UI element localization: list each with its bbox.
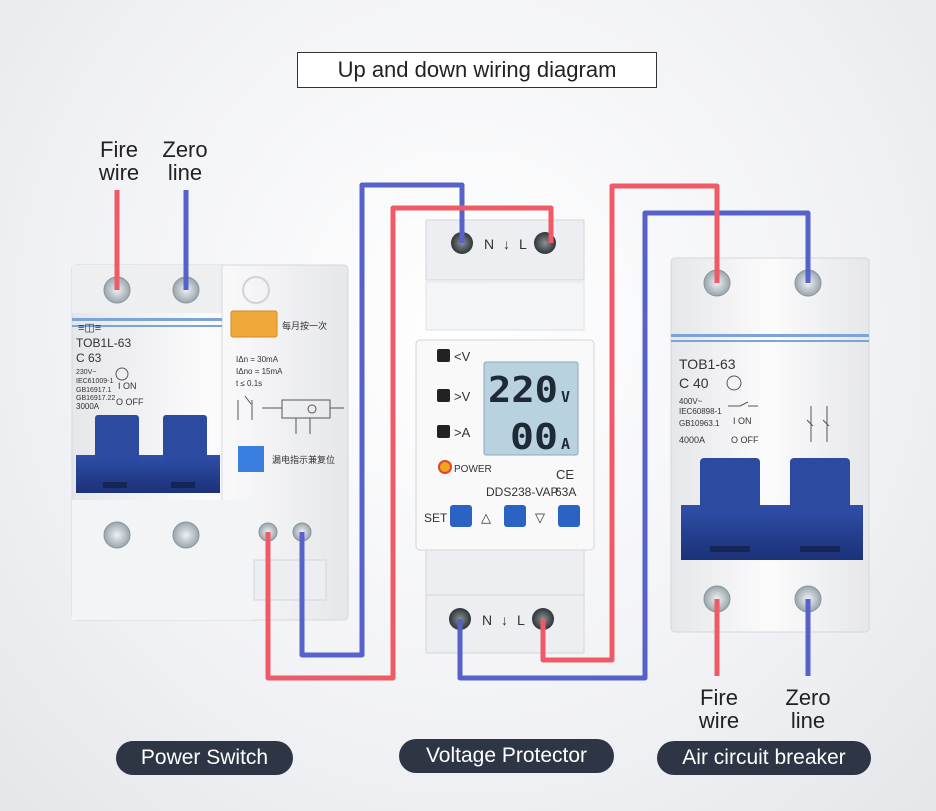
arrow-down-icon: ↓ [501, 612, 508, 628]
test-note: 每月按一次 [282, 320, 327, 331]
ps-on-label: I ON [118, 381, 137, 391]
acb-spec-2: GB10963.1 [679, 419, 720, 428]
terminal-l-top: L [519, 236, 527, 252]
ps-spec-3: GB16917.22 [76, 395, 115, 402]
terminal-n-bottom: N [482, 612, 492, 628]
under-voltage-button[interactable] [437, 349, 450, 362]
up-button[interactable] [504, 505, 526, 527]
ps-model: TOB1L-63 [76, 336, 131, 350]
ps-spec-0: 230V~ [76, 369, 96, 376]
down-button[interactable] [558, 505, 580, 527]
acb-spec-1: IEC60898-1 [679, 407, 722, 416]
fire-wire-to-breaker [540, 183, 720, 663]
screw-icon [172, 521, 200, 549]
ps-rating: C 63 [76, 351, 102, 365]
lcd-current-unit: A [561, 435, 570, 453]
lcd-voltage: 220 [488, 370, 558, 411]
over-voltage-button[interactable] [437, 389, 450, 402]
lcd-voltage-unit: V [561, 388, 570, 406]
terminal-l-bottom: L [517, 612, 525, 628]
air-breaker-caption: Air circuit breaker [657, 741, 871, 775]
over-current-button[interactable] [437, 425, 450, 438]
acb-off-label: O OFF [731, 435, 759, 445]
diagram-title: Up and down wiring diagram [297, 52, 657, 88]
lcd-screen [483, 361, 579, 456]
power-switch-caption: Power Switch [116, 741, 293, 775]
acb-rating: C 40 [679, 375, 709, 391]
input-fire-label: Fire wire [88, 138, 150, 184]
wires [114, 182, 811, 681]
certification-icon [726, 375, 742, 391]
certification-icon [115, 367, 129, 381]
reset-note: 漏电指示兼复位 [272, 454, 335, 465]
residual-1: IΔno = 15mA [236, 367, 283, 376]
residual-0: IΔn = 30mA [236, 355, 279, 364]
output-fire-text: Fire wire [698, 685, 740, 733]
ce-mark: CE [556, 467, 574, 482]
ps-spec-2: GB16917.1 [76, 387, 112, 394]
over-current-label: >A [454, 425, 471, 440]
over-voltage-label: >V [454, 389, 471, 404]
power-label: POWER [454, 464, 492, 475]
input-fire-text: Fire wire [98, 137, 140, 185]
circuit-schematic-icon [237, 395, 344, 434]
input-zero-text: Zero line [162, 137, 208, 185]
protector-rating: 63A [555, 485, 576, 499]
zero-wire-to-protector [299, 182, 465, 658]
ps-spec-4: 3000A [76, 402, 100, 411]
arrow-down-icon: ↓ [503, 236, 510, 252]
up-label: △ [481, 510, 491, 525]
ps-handle[interactable] [76, 415, 220, 493]
test-button[interactable] [230, 310, 278, 338]
output-zero-text: Zero line [785, 685, 831, 733]
acb-spec-0: 400V~ [679, 397, 703, 406]
screw-icon [103, 521, 131, 549]
fire-wire-to-protector [265, 205, 554, 681]
breaker-schematic-icon [728, 401, 830, 442]
protector-model: DDS238-VAP [486, 485, 558, 499]
acb-handle[interactable] [681, 458, 863, 560]
acb-spec-3: 4000A [679, 435, 705, 445]
output-fire-label: Fire wire [688, 686, 750, 732]
svg-text:≡◫≡: ≡◫≡ [78, 322, 101, 334]
residual-2: t ≤ 0.1s [236, 379, 262, 388]
terminal-n-top: N [484, 236, 494, 252]
under-voltage-label: <V [454, 349, 471, 364]
voltage-protector-caption: Voltage Protector [399, 739, 614, 773]
air-circuit-breaker: TOB1-63 C 40 400V~ IEC60898-1 GB10963.1 … [670, 257, 870, 633]
set-button[interactable] [450, 505, 472, 527]
ps-spec-1: IEC61009-1 [76, 378, 113, 385]
output-zero-label: Zero line [775, 686, 841, 732]
power-led-icon [438, 460, 452, 474]
down-label: ▽ [535, 510, 545, 525]
reset-indicator[interactable] [238, 446, 264, 472]
voltage-protector: N ↓ L N ↓ L <V >V >A 220 V 00 A POWER CE… [415, 219, 595, 654]
power-switch: ≡◫≡ TOB1L-63 C 63 230V~ IEC61009-1 GB169… [71, 264, 349, 621]
lcd-current: 00 [510, 417, 558, 458]
input-zero-label: Zero line [152, 138, 218, 184]
acb-on-label: I ON [733, 416, 752, 426]
acb-model: TOB1-63 [679, 356, 736, 372]
ps-off-label: O OFF [116, 397, 144, 407]
set-label: SET [424, 511, 448, 525]
zero-wire-to-breaker [457, 210, 811, 681]
